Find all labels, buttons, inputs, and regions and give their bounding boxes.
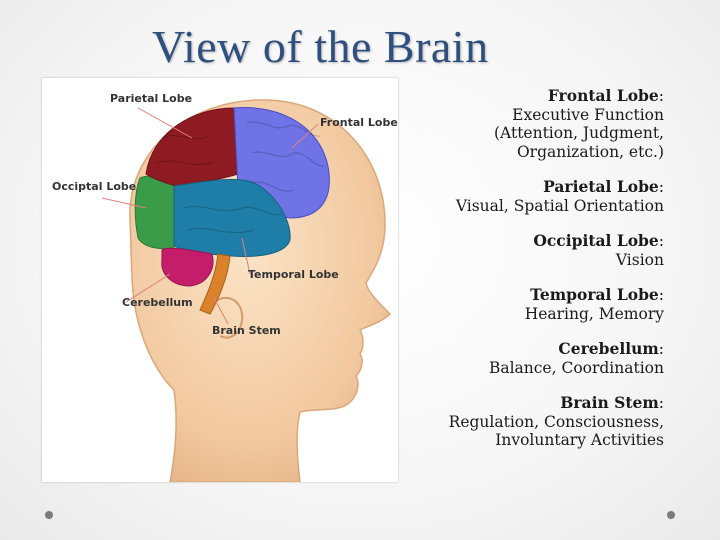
legend-name: Cerebellum: [558, 339, 659, 358]
legend-description: Balance, Coordination: [488, 358, 664, 377]
legend-name: Brain Stem: [560, 393, 659, 412]
parietal-lobe: [145, 107, 239, 187]
legend-name: Occipital Lobe: [533, 231, 659, 250]
corner-dot-left: [45, 511, 53, 519]
legend-description: Executive Function (Attention, Judgment,…: [494, 105, 664, 161]
legend-name: Frontal Lobe: [547, 86, 659, 105]
lobe-function-legend: Frontal Lobe: Executive Function (Attent…: [364, 86, 664, 467]
corner-dot-right: [667, 511, 675, 519]
legend-description: Vision: [615, 250, 664, 269]
legend-description: Visual, Spatial Orientation: [455, 196, 664, 215]
legend-description: Hearing, Memory: [524, 304, 664, 323]
ear-shape: [213, 296, 244, 339]
brain-texture: [156, 121, 325, 234]
legend-item-occipital: Occipital Lobe: Vision: [364, 231, 664, 269]
brain-diagram: Parietal Lobe Frontal Lobe Occiptal Lobe…: [42, 78, 398, 482]
legend-item-parietal: Parietal Lobe: Visual, Spatial Orientati…: [364, 177, 664, 215]
legend-item-brain-stem: Brain Stem: Regulation, Consciousness, I…: [364, 393, 664, 450]
label-cerebellum: Cerebellum: [122, 296, 193, 309]
legend-name: Temporal Lobe: [530, 285, 659, 304]
label-occipital-lobe: Occiptal Lobe: [52, 180, 136, 193]
slide-title: View of the Brain: [152, 21, 489, 72]
cerebellum: [161, 247, 214, 287]
brain-stem: [199, 253, 231, 315]
legend-item-frontal: Frontal Lobe: Executive Function (Attent…: [364, 86, 664, 161]
legend-description: Regulation, Consciousness, Involuntary A…: [448, 412, 664, 450]
label-temporal-lobe: Temporal Lobe: [248, 268, 339, 281]
brain-diagram-svg: Parietal Lobe Frontal Lobe Occiptal Lobe…: [52, 92, 398, 482]
label-frontal-lobe: Frontal Lobe: [320, 116, 398, 129]
label-parietal-lobe: Parietal Lobe: [110, 92, 192, 105]
legend-item-cerebellum: Cerebellum: Balance, Coordination: [364, 339, 664, 377]
label-brain-stem: Brain Stem: [212, 324, 281, 337]
legend-item-temporal: Temporal Lobe: Hearing, Memory: [364, 285, 664, 323]
leader-lines: [101, 107, 319, 325]
legend-name: Parietal Lobe: [543, 177, 659, 196]
occipital-lobe: [134, 175, 177, 250]
